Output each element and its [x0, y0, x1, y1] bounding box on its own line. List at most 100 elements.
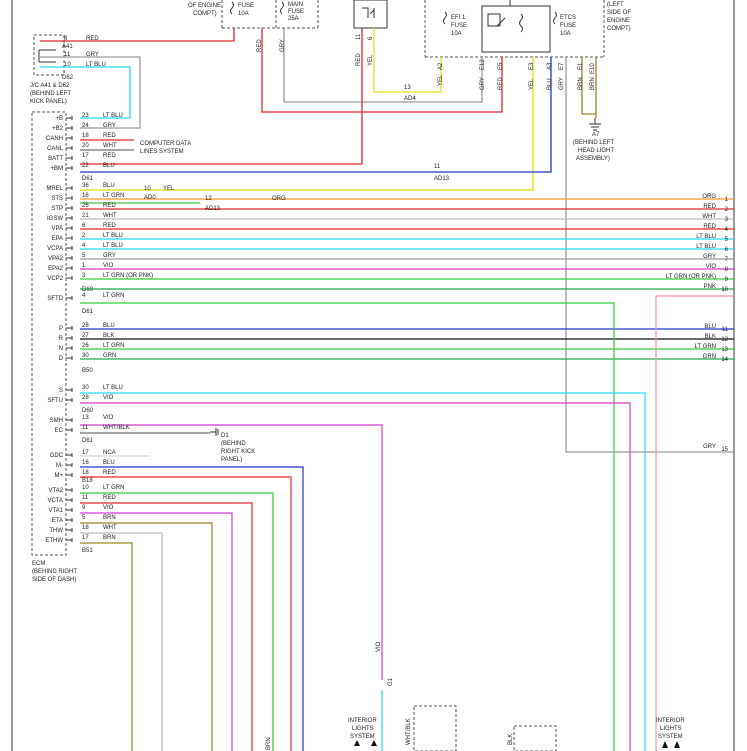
lbl-d1-4: PANEL)	[221, 457, 242, 463]
lbl-yel-b: YEL	[368, 54, 374, 66]
lbl-gry-d: GRY	[559, 77, 565, 90]
conn-b50: B50	[82, 368, 93, 374]
lbl-d1-1: D1	[221, 433, 229, 439]
output-color: GRY	[703, 444, 716, 450]
lbl-red-b: RED	[356, 53, 362, 66]
ecm-pin-color: BRN	[103, 535, 116, 541]
wire-eta	[80, 522, 213, 751]
top-fuse-label-2: COMPT)	[193, 11, 217, 17]
ecm-pin-num: 5	[82, 515, 86, 521]
wire-sftu-vio	[80, 402, 631, 751]
ecm-pin-name: P	[59, 326, 63, 332]
ecm-pin-color: BRN	[103, 515, 116, 521]
ecm-pin-color: BLK	[103, 333, 114, 339]
lbl-ad0: AD0	[144, 195, 156, 201]
etcs-fuse-label-3: 10A	[560, 31, 571, 37]
lbl-comp-data-1: COMPUTER DATA	[140, 141, 191, 147]
ecm-pin-color: LT BLU	[103, 233, 123, 239]
ecm-pin-color: VIO	[103, 395, 114, 401]
ecm-pin-name: +B	[55, 116, 63, 122]
output-color: LT GRN (OR PNK)	[666, 274, 716, 280]
lbl-ad13b: AD13	[205, 206, 221, 212]
ecm-pin-color: WHT	[103, 213, 117, 219]
pin-terminal	[66, 196, 73, 200]
wire-ethw	[80, 542, 133, 751]
pin-terminal	[66, 453, 73, 457]
pin-terminal	[66, 418, 73, 422]
ecm-pin-num: 18	[82, 470, 89, 476]
ecm-pin-num: 17	[82, 450, 89, 456]
ecm-pin-num: 26	[82, 203, 89, 209]
ecm-pin-color: LT GRN	[103, 485, 124, 491]
wire-vcta	[80, 502, 253, 751]
wire-red-relay-left	[80, 28, 363, 165]
misc-labels: 13 AD4 A7 (BEHIND LEFT HEAD LIGHT ASSEMB…	[140, 85, 685, 750]
ecm-pin-color: VIO	[103, 505, 114, 511]
lbl-yel-mrel: YEL	[163, 186, 175, 192]
ecm-pin-color: LT GRN	[103, 343, 124, 349]
lbl-red-a: RED	[257, 39, 263, 52]
lbl-pin-e1: E1	[578, 62, 584, 70]
ecm-pin-name: STS	[51, 196, 63, 202]
lbl-yel-c: YEL	[438, 74, 444, 86]
output-color: RED	[703, 204, 716, 210]
ecm-pin-name: SMH	[50, 418, 63, 424]
ecm-pin-num: 24	[82, 123, 89, 129]
pin-terminal	[66, 256, 73, 260]
ecm-pin-num: 20	[82, 143, 89, 149]
lbl-a7-1: A7	[592, 132, 600, 138]
ecm-pin-num: 23	[82, 113, 89, 119]
ecm-pin-color: WHT	[103, 525, 117, 531]
ecm-pin-color: GRN	[103, 353, 116, 359]
main-fuse-label-1: MAIN	[288, 2, 303, 8]
ecm-pin-name: SFTU	[47, 398, 63, 404]
pin-terminal	[66, 488, 73, 492]
lbl-ad4: AD4	[404, 96, 416, 102]
output-num: 4	[725, 227, 729, 233]
wire-gry-e7	[565, 57, 734, 453]
ecm-pin-name: D	[59, 356, 64, 362]
ecm-pin-name: EC	[55, 428, 64, 434]
wire-thw	[80, 532, 163, 751]
ecm-pin-num: 5	[82, 253, 86, 259]
wire-gry-mainfuse	[283, 28, 483, 103]
efi-fuse-symbol	[443, 11, 447, 25]
output-num: 5	[725, 237, 729, 243]
conn-d60: D60	[82, 287, 94, 293]
relay-box-label-4: SIDE OF	[607, 10, 631, 16]
ecm-pin-num: 30	[82, 353, 89, 359]
relay-box-label-3: (LEFT	[607, 2, 624, 8]
wire-ltblu-jc	[40, 66, 131, 119]
efi-fuse-label-1: EFI 1	[451, 15, 466, 21]
wire-pnk-out10	[655, 295, 734, 751]
fuse-symbol-2	[280, 1, 284, 15]
pin-terminal	[66, 528, 73, 532]
pin-terminal	[66, 216, 73, 220]
output-color: GRN	[703, 354, 716, 360]
pin-terminal	[66, 326, 73, 330]
lbl-wht-blk-bottom: WHT/BLK	[406, 718, 412, 745]
ecm-pin-num: 4	[82, 293, 86, 299]
pin-terminal	[66, 186, 73, 190]
jc-wire-num: 10	[64, 62, 71, 68]
